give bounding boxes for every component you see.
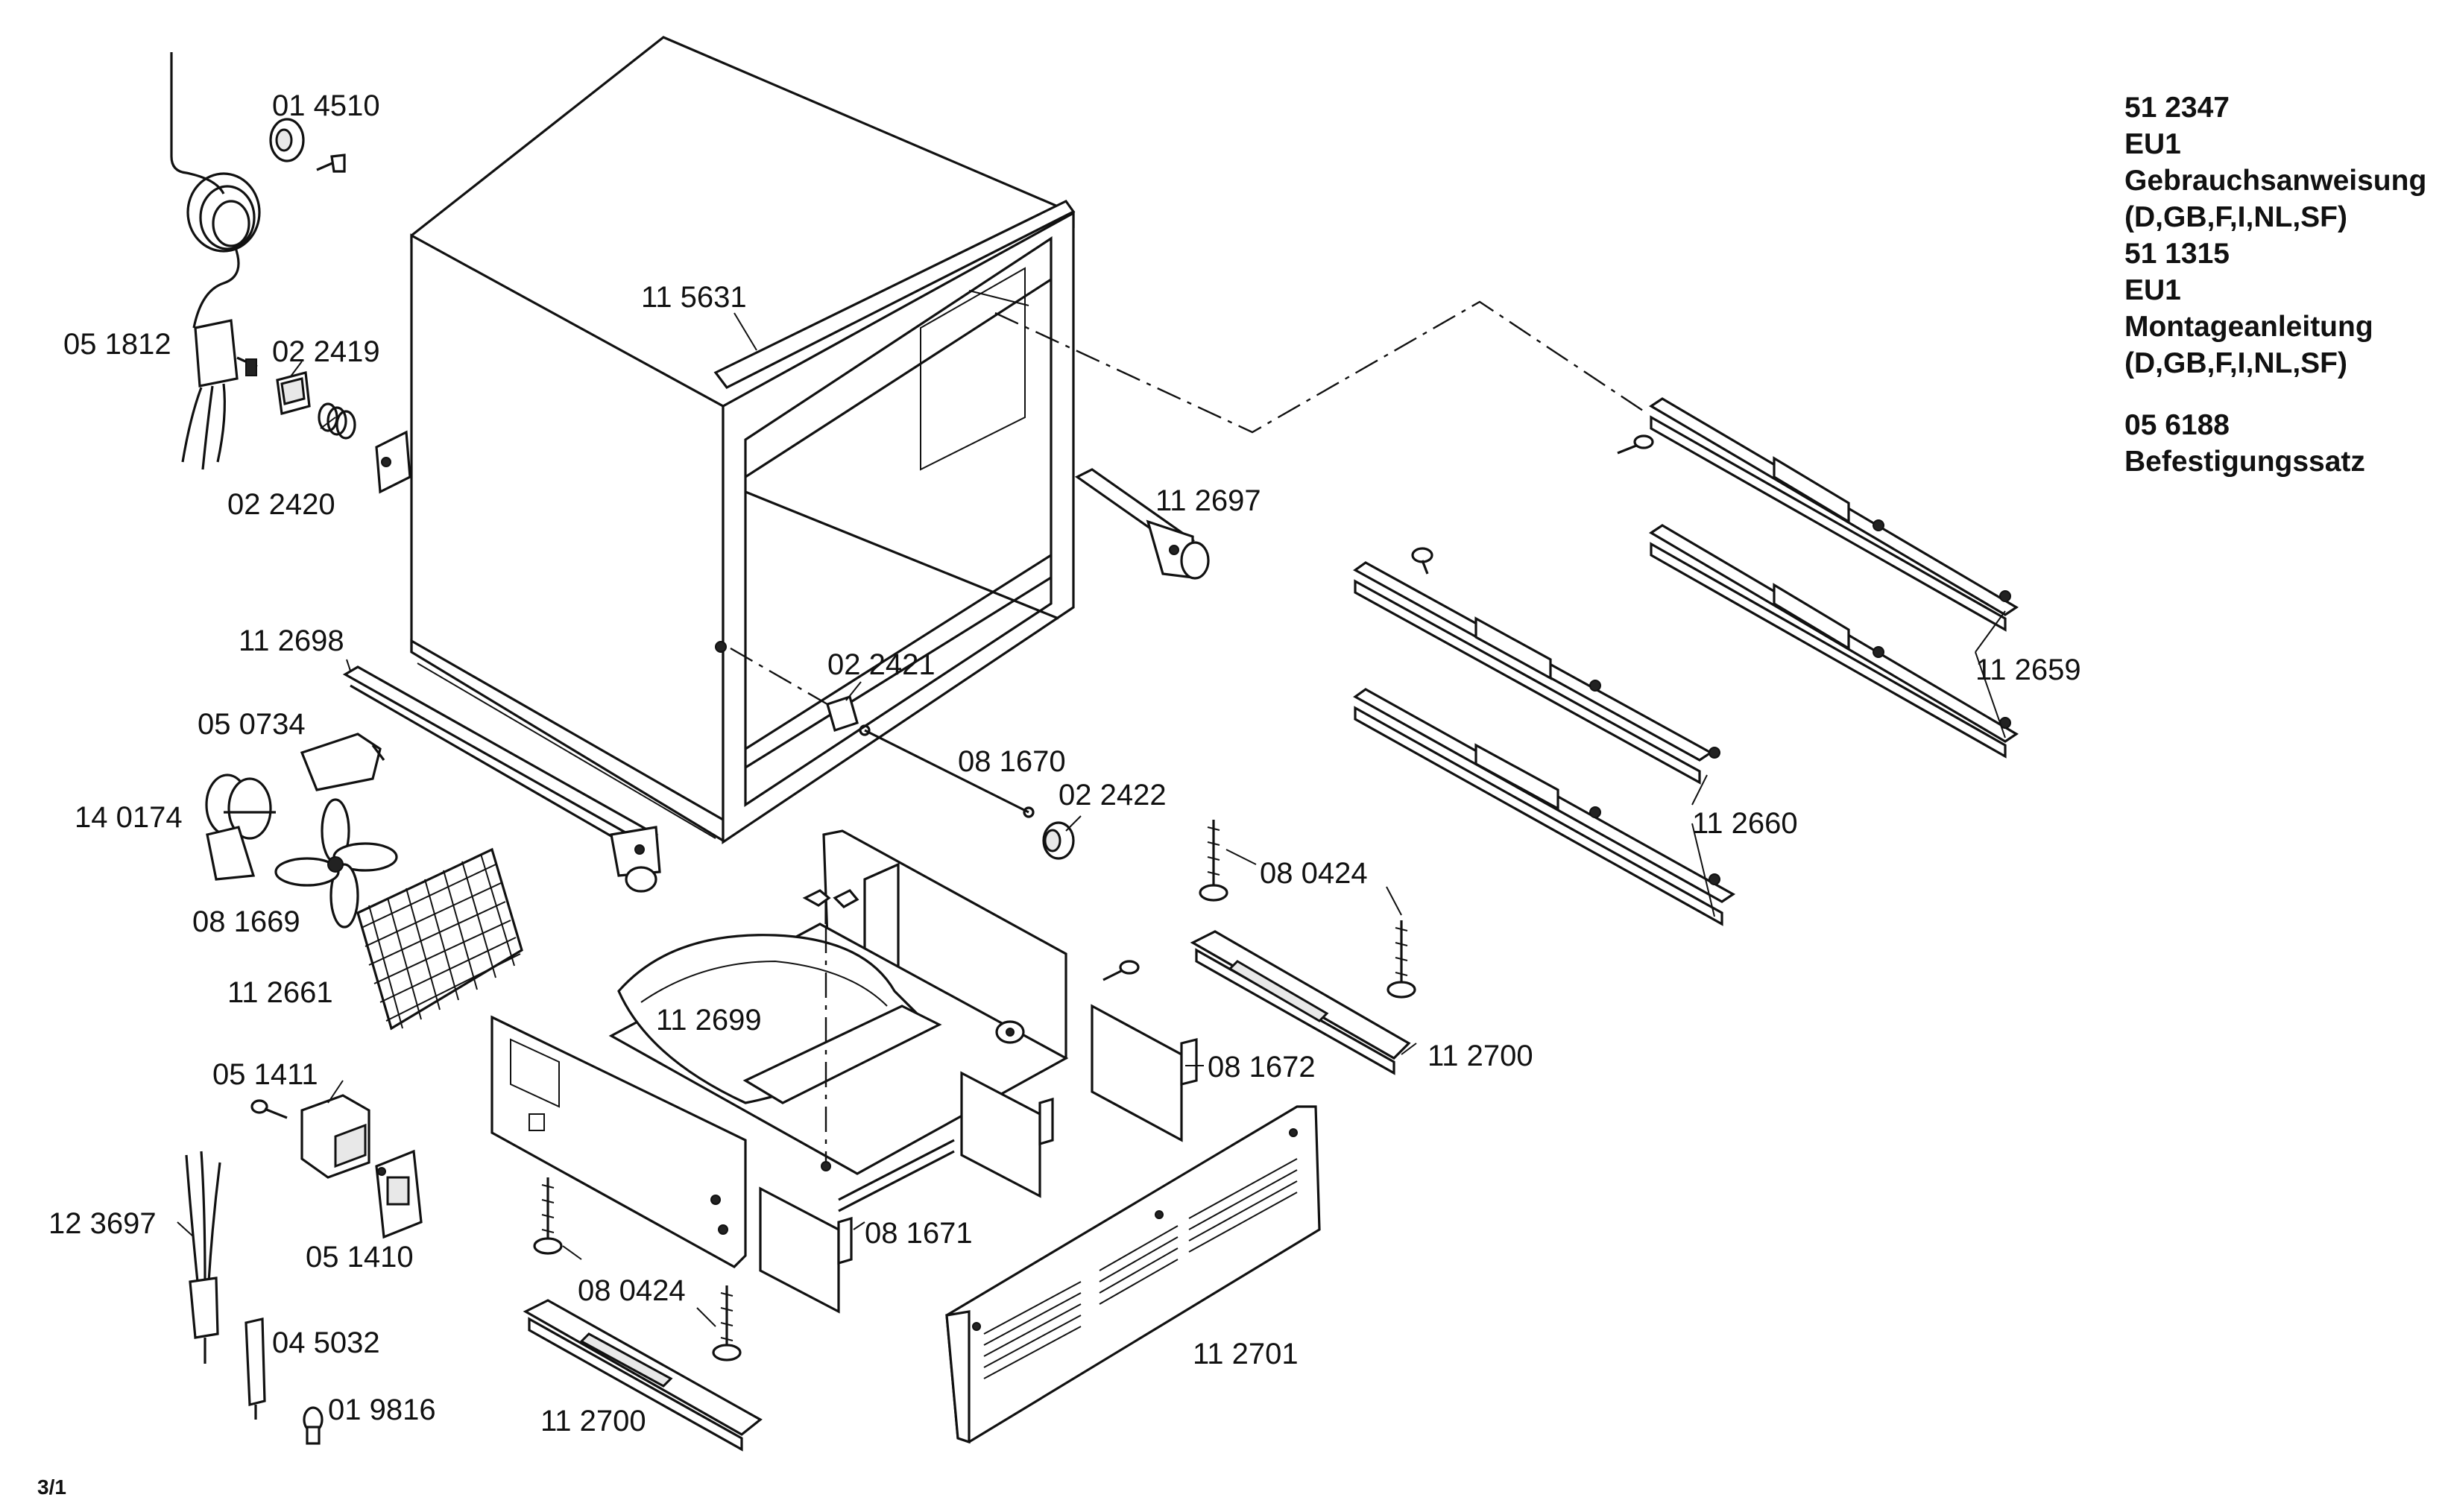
base-front-panel [490, 1015, 747, 1268]
part-label-081669: 08 1669 [192, 905, 300, 938]
info-line-3: Gebrauchsanweisung [2124, 165, 2427, 197]
part-label-112699: 11 2699 [656, 1004, 762, 1037]
part-label-081670: 08 1670 [958, 745, 1066, 778]
part-label-045032: 04 5032 [272, 1326, 380, 1359]
part-label-112700-lower: 11 2700 [540, 1405, 646, 1437]
part-label-022422: 02 2422 [1059, 779, 1167, 812]
base-plate-lower [523, 1177, 763, 1452]
page-number: 3/1 [37, 1475, 66, 1499]
part-label-014510: 01 4510 [272, 89, 380, 122]
documentation-info-block: 51 2347 EU1 Gebrauchsanweisung (D,GB,F,I… [2124, 89, 2426, 480]
part-label-081671: 08 1671 [865, 1217, 973, 1250]
slide-rails-112659 [1617, 397, 2019, 759]
part-label-140174: 14 0174 [75, 801, 183, 834]
bracket-081671 [759, 1071, 1054, 1314]
part-label-051410: 05 1410 [306, 1241, 414, 1274]
info-line-6: EU1 [2124, 274, 2181, 306]
thermostat-assembly [170, 52, 411, 494]
part-label-112660: 11 2660 [1692, 807, 1798, 840]
lamp-and-switch-parts [185, 1094, 423, 1445]
base-plate-upper [1190, 930, 1411, 1075]
info-line-1: 51 2347 [2124, 92, 2230, 124]
part-label-080424-upper: 08 0424 [1260, 857, 1368, 890]
part-label-112698: 11 2698 [239, 624, 344, 657]
fan-motor-assembly [205, 733, 398, 929]
bracket-081672 [1091, 1004, 1198, 1142]
condenser-grid [356, 847, 523, 1031]
part-label-115631: 11 5631 [641, 281, 747, 314]
part-label-051411: 05 1411 [212, 1058, 318, 1091]
kickplate-grille [945, 1105, 1321, 1444]
assembly-line [994, 300, 1648, 434]
part-label-123697: 12 3697 [48, 1207, 157, 1240]
part-label-022420: 02 2420 [227, 488, 335, 521]
part-label-019816: 01 9816 [328, 1394, 436, 1426]
slide-rails-112660 [1353, 547, 1736, 926]
hinge-part-112697 [1074, 468, 1210, 580]
info-line-7: Montageanleitung [2124, 311, 2373, 343]
part-label-051812: 05 1812 [63, 328, 171, 361]
part-label-112701: 11 2701 [1193, 1338, 1299, 1370]
part-label-112659: 11 2659 [1975, 654, 2081, 686]
knob-cap-part [269, 118, 346, 173]
part-label-050734: 05 0734 [198, 708, 306, 741]
info-line-5: 51 1315 [2124, 238, 2230, 270]
part-label-112697: 11 2697 [1155, 484, 1261, 517]
hinge-part-112698 [342, 665, 661, 893]
cabinet-body [410, 36, 1076, 844]
info-line-8: (D,GB,F,I,NL,SF) [2124, 347, 2347, 379]
leader-lines [177, 312, 2006, 1327]
part-label-022421: 02 2421 [827, 648, 936, 681]
part-label-080424-lower: 08 0424 [578, 1274, 686, 1307]
info-spacer [2124, 382, 2426, 407]
part-label-112700-upper: 11 2700 [1427, 1040, 1533, 1072]
part-label-081672: 08 1672 [1208, 1051, 1316, 1084]
info-line-10: Befestigungssatz [2124, 446, 2365, 478]
base-frame [608, 829, 1140, 1175]
info-line-9: 05 6188 [2124, 409, 2230, 441]
info-line-4: (D,GB,F,I,NL,SF) [2124, 201, 2347, 233]
info-line-2: EU1 [2124, 128, 2181, 160]
part-label-022419: 02 2419 [272, 335, 380, 368]
part-label-112661: 11 2661 [227, 976, 333, 1009]
middle-small-parts [730, 647, 1416, 999]
